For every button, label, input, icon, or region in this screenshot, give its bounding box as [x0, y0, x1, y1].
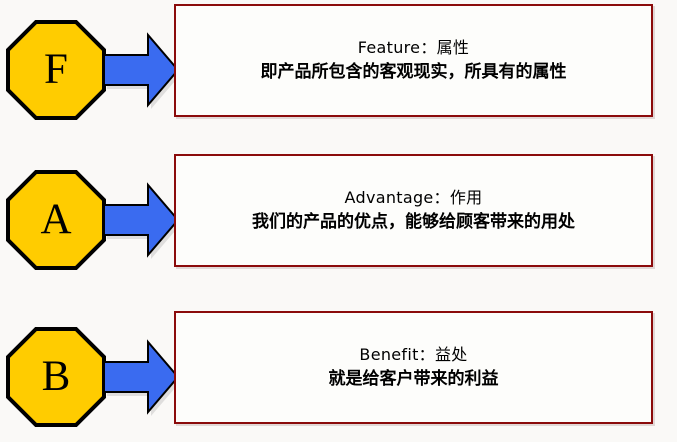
text-box-title-advantage: Advantage：作用 — [344, 188, 483, 208]
text-box-desc-advantage: 我们的产品的优点，能够给顾客带来的用处 — [252, 211, 575, 232]
arrow-advantage — [101, 178, 181, 262]
octagon-shape-icon — [6, 20, 106, 120]
text-box-benefit: Benefit：益处 就是给客户带来的利益 — [174, 311, 653, 424]
text-box-title-feature: Feature：属性 — [357, 38, 470, 58]
octagon-shape-icon — [6, 170, 106, 270]
octagon-badge-feature: F — [6, 20, 106, 120]
right-arrow-icon — [103, 32, 181, 109]
text-box-feature: Feature：属性 即产品所包含的客观现实，所具有的属性 — [174, 4, 653, 117]
fab-row-advantage: A Advantage：作用 我们的产品的优点，能够给顾客带来的用处 — [0, 150, 677, 280]
text-box-desc-benefit: 就是给客户带来的利益 — [328, 368, 499, 389]
right-arrow-icon — [103, 182, 181, 259]
text-box-advantage: Advantage：作用 我们的产品的优点，能够给顾客带来的用处 — [174, 154, 653, 267]
octagon-letter-benefit: B — [41, 352, 71, 400]
fab-row-feature: F Feature：属性 即产品所包含的客观现实，所具有的属性 — [0, 0, 677, 130]
octagon-badge-benefit: B — [6, 327, 106, 427]
octagon-shape-icon — [6, 327, 106, 427]
octagon-letter-feature: F — [44, 45, 68, 93]
right-arrow-icon — [103, 339, 181, 416]
text-box-title-benefit: Benefit：益处 — [359, 345, 468, 365]
arrow-benefit — [101, 335, 181, 419]
octagon-badge-advantage: A — [6, 170, 106, 270]
fab-row-benefit: B Benefit：益处 就是给客户带来的利益 — [0, 307, 677, 437]
arrow-feature — [101, 28, 181, 112]
text-box-desc-feature: 即产品所包含的客观现实，所具有的属性 — [260, 61, 567, 82]
octagon-letter-advantage: A — [40, 195, 72, 243]
